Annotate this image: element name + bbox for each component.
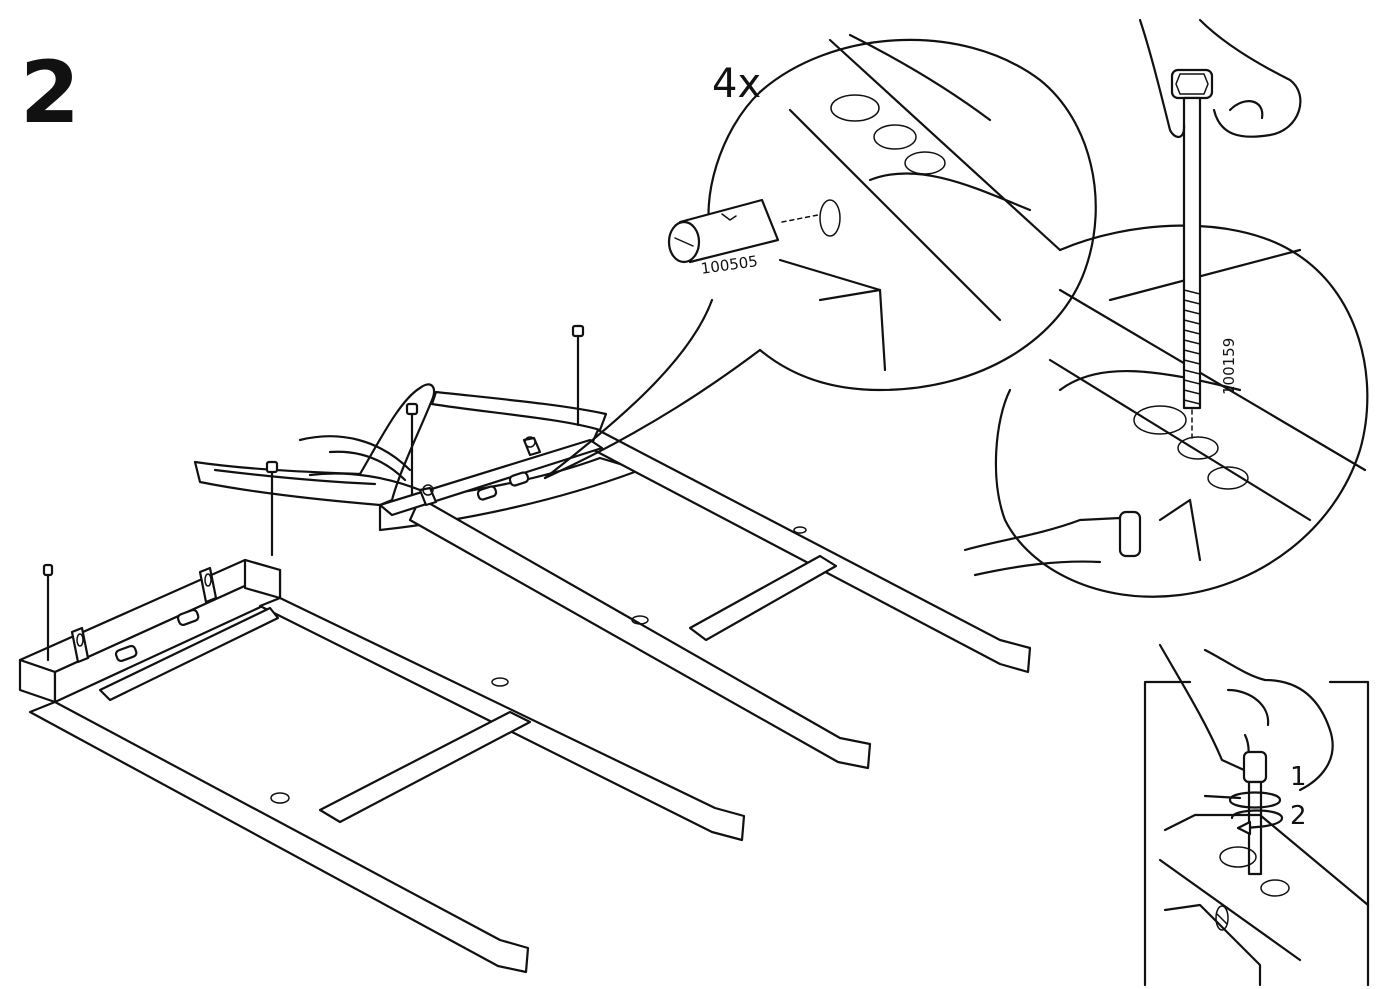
tighten-step-one-label: 1 <box>1290 762 1307 792</box>
backrest-top-rail <box>193 383 436 507</box>
quantity-label: 4x <box>712 61 762 107</box>
bolts <box>42 324 585 662</box>
front-legs <box>18 526 807 974</box>
rear-legs <box>378 390 1032 770</box>
rear-stretcher <box>688 554 838 642</box>
chair-frame <box>18 324 1032 974</box>
tighten-step-two-label: 2 <box>1290 801 1307 831</box>
bolt-thread <box>1183 289 1201 405</box>
bolt-part-number: 100159 <box>1220 337 1238 395</box>
rear-seat-rail <box>378 436 604 517</box>
detail-tighten-box <box>1143 643 1370 987</box>
front-brackets <box>70 566 218 664</box>
step-number: 2 <box>20 43 80 143</box>
detail-dowel-insert <box>543 33 1097 480</box>
detail-bolt-insert <box>963 18 1369 598</box>
